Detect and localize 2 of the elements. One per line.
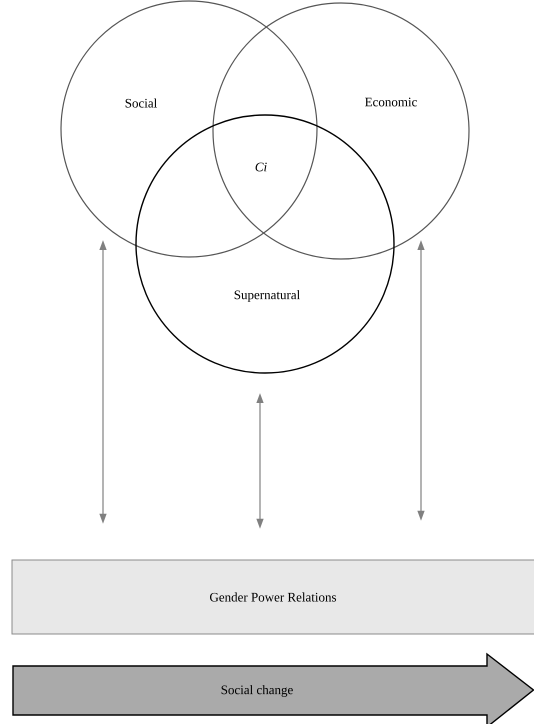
label-box: Gender Power Relations bbox=[12, 560, 534, 634]
region-label: Ci bbox=[256, 162, 267, 172]
